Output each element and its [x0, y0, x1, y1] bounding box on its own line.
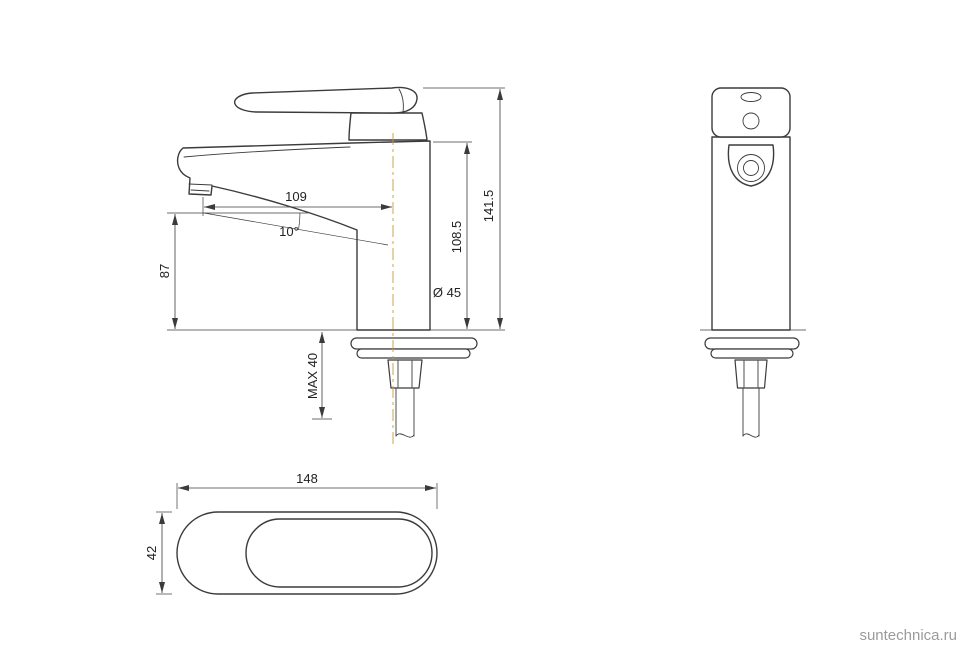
dim-label-top-length: 148 [296, 471, 318, 486]
dim-top-width: 42 [144, 511, 172, 595]
dim-label-spout-height: 87 [157, 264, 172, 278]
mounting-nut [387, 359, 423, 389]
angle-arc [298, 212, 301, 230]
dim-label-upper-body-height: 108.5 [449, 221, 464, 254]
dim-label-max-mounting: MAX 40 [305, 353, 320, 399]
mounting-nut [734, 359, 768, 389]
dim-label-body-diameter: Ø 45 [433, 285, 461, 300]
spout-body-outline [176, 140, 431, 331]
mounting-washer-upper [704, 337, 800, 350]
cartridge-housing [348, 112, 428, 141]
aerator-inner-circle [743, 160, 759, 176]
handle-top-oval [740, 92, 762, 102]
dim-label-top-width: 42 [144, 546, 159, 560]
dim-overall-height: 141.5 [423, 87, 505, 329]
aerator-line [188, 183, 213, 186]
lever-joint-line [398, 88, 404, 113]
shank-break-line [395, 433, 415, 438]
mounting-washer-upper [350, 337, 478, 350]
top-view: 148 42 [144, 471, 438, 595]
handle-cap-front [711, 87, 791, 138]
dim-label-spout-angle: 10° [279, 224, 299, 239]
dim-max-mounting-thickness: MAX 40 [305, 332, 332, 420]
front-view [700, 87, 806, 438]
mounting-washer-lower [356, 348, 471, 359]
angle-slope-line [203, 212, 389, 246]
side-view: 109 10° 87 141.5 108.5 Ø 45 [157, 86, 505, 448]
mounting-washer-lower [710, 348, 794, 359]
dim-spout-reach: 109 [202, 189, 392, 216]
handle-top-outline [245, 518, 433, 588]
dim-upper-body-height: 108.5 [433, 141, 472, 329]
dim-spout-angle: 10° [203, 212, 389, 246]
handle-front-dot [742, 112, 760, 130]
shank-break-line [742, 433, 760, 438]
aerator-line [190, 189, 210, 192]
site-watermark: suntechnica.ru [859, 627, 957, 644]
dim-label-spout-reach: 109 [285, 189, 307, 204]
aerator-outer-circle [737, 154, 765, 182]
dim-top-length: 148 [176, 471, 438, 509]
handle-lever [233, 86, 418, 114]
spout-top-face-line [183, 146, 351, 158]
dim-label-overall-height: 141.5 [481, 190, 496, 223]
dim-spout-height: 87 [157, 212, 204, 329]
